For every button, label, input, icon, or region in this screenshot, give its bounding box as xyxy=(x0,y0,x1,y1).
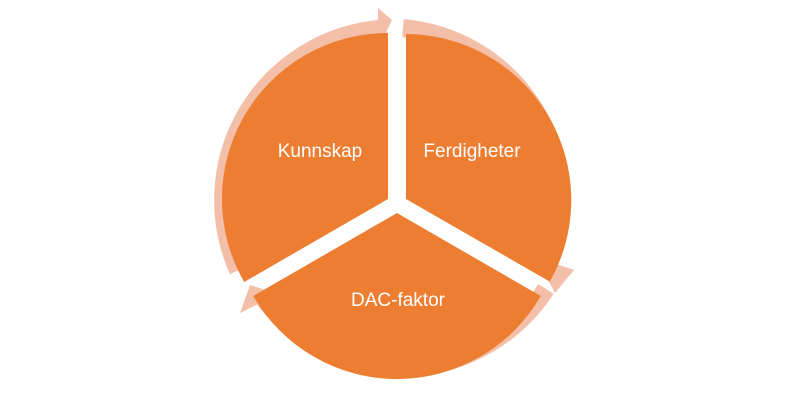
segment-kunnskap xyxy=(221,32,388,282)
segment-ferdigheter xyxy=(406,34,572,282)
segment-label-ferdigheter: Ferdigheter xyxy=(423,141,521,162)
pie-segments xyxy=(221,32,572,380)
segment-label-dac-faktor: DAC-faktor xyxy=(351,290,446,311)
segment-dac-faktor xyxy=(253,213,541,380)
segment-label-kunnskap: Kunnskap xyxy=(278,141,363,162)
